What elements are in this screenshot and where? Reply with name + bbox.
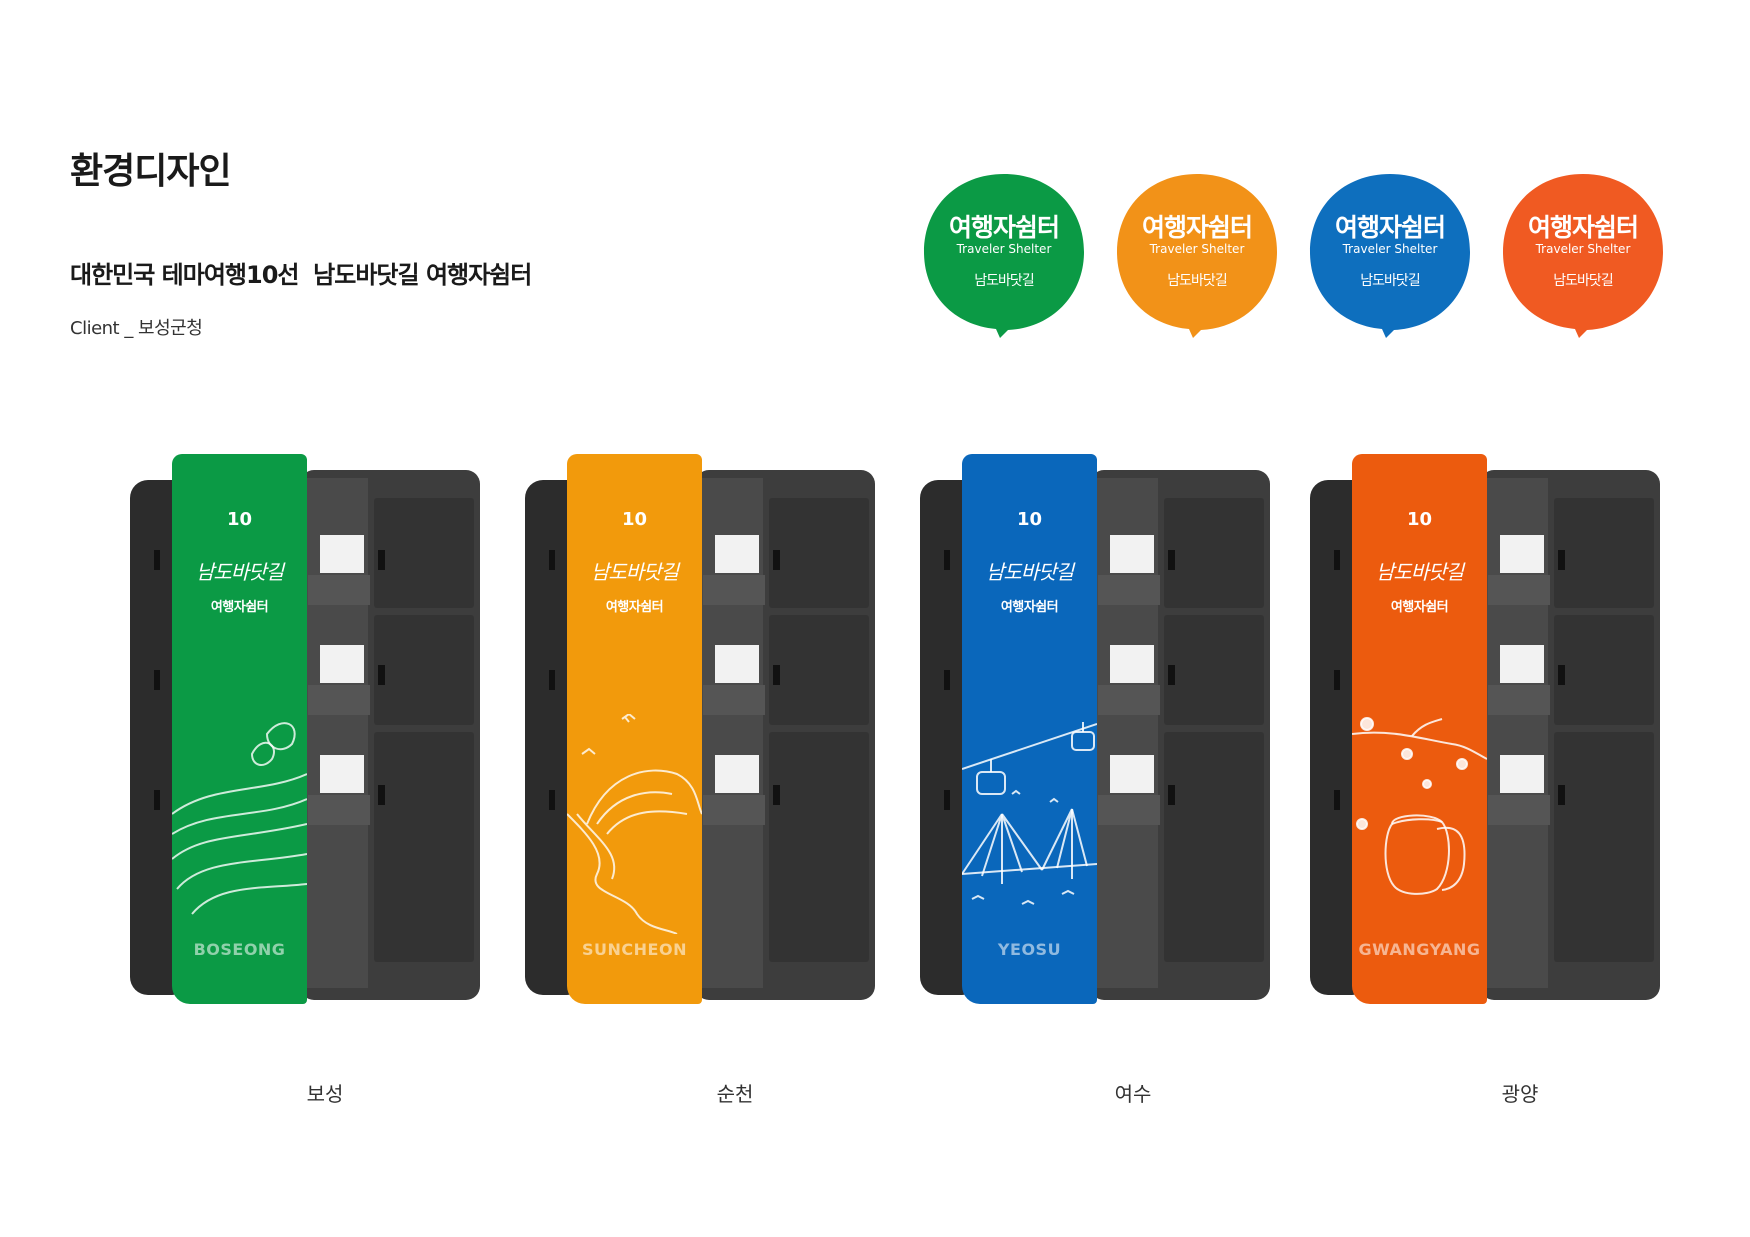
band-city-name: SUNCHEON — [582, 940, 687, 959]
theme-10-logo: 10 — [621, 509, 648, 530]
logo-green: 여행자쉼터 Traveler Shelter 남도바닷길 — [920, 170, 1088, 340]
logo-set: 여행자쉼터 Traveler Shelter 남도바닷길 여행자쉼터 Trave… — [920, 170, 1690, 345]
locker-suncheon: 10 남도바닷길 여행자쉼터 SUNCHEON — [525, 450, 880, 1010]
caption-suncheon: 순천 — [716, 1082, 754, 1106]
theme-10-logo: 10 — [226, 509, 253, 530]
plum-blossom-jar-icon — [1352, 717, 1487, 895]
logo-orange: 여행자쉼터 Traveler Shelter 남도바닷길 — [1113, 170, 1281, 340]
locker-color-band: 10 남도바닷길 여행자쉼터 SUNCHEON — [567, 454, 702, 1004]
page-title: 환경디자인 — [70, 151, 232, 192]
speech-bubble-icon — [924, 174, 1084, 338]
band-brand: 남도바닷길 — [1376, 560, 1464, 584]
speech-bubble-icon — [1310, 174, 1470, 338]
band-city-name: BOSEONG — [193, 940, 286, 959]
band-city-name: GWANGYANG — [1358, 940, 1481, 959]
logo-title: 여행자쉼터 — [1141, 213, 1253, 242]
cable-car-bridge-icon — [962, 722, 1097, 905]
band-brand: 남도바닷길 — [196, 560, 284, 584]
band-shelter-label: 여행자쉼터 — [1000, 600, 1059, 615]
locker-color-band: 10 남도바닷길 여행자쉼터 BOSEONG — [172, 454, 307, 1004]
logo-brand: 남도바닷길 — [1167, 273, 1227, 289]
band-brand: 남도바닷길 — [986, 560, 1074, 584]
theme-10-logo: 10 — [1406, 509, 1433, 530]
caption-yeosu: 여수 — [1114, 1082, 1152, 1106]
band-shelter-label: 여행자쉼터 — [210, 600, 269, 615]
caption-boseong: 보성 — [306, 1082, 344, 1106]
locker-color-band: 10 남도바닷길 여행자쉼터 YEOSU — [962, 454, 1097, 1004]
band-shelter-label: 여행자쉼터 — [605, 600, 664, 615]
logo-subtitle: Traveler Shelter — [1535, 242, 1631, 256]
client-line: Client _ 보성군청 — [70, 318, 203, 339]
speech-bubble-icon — [1503, 174, 1663, 338]
reed-hill-icon — [567, 714, 702, 934]
logo-subtitle: Traveler Shelter — [1149, 242, 1245, 256]
band-shelter-label: 여행자쉼터 — [1390, 600, 1449, 615]
locker-boseong: 10 남도바닷길 여행자쉼터 BOSEONG — [130, 450, 485, 1010]
locker-cabinet-icon — [130, 470, 480, 1000]
logo-title: 여행자쉼터 — [1334, 213, 1446, 242]
caption-gwangyang: 광양 — [1501, 1082, 1539, 1106]
logo-title: 여행자쉼터 — [948, 213, 1060, 242]
tea-field-icon — [172, 722, 307, 915]
logo-brand: 남도바닷길 — [974, 273, 1034, 289]
locker-gwangyang: 10 남도바닷길 여행자쉼터 GWANGYANG — [1310, 450, 1665, 1010]
logo-blue: 여행자쉼터 Traveler Shelter 남도바닷길 — [1306, 170, 1474, 340]
logo-title: 여행자쉼터 — [1527, 213, 1639, 242]
theme-10-logo: 10 — [1016, 509, 1043, 530]
logo-brand: 남도바닷길 — [1553, 273, 1613, 289]
locker-color-band: 10 남도바닷길 여행자쉼터 GWANGYANG — [1352, 454, 1487, 1004]
speech-bubble-icon — [1117, 174, 1277, 338]
logo-brand: 남도바닷길 — [1360, 273, 1420, 289]
logo-red-orange: 여행자쉼터 Traveler Shelter 남도바닷길 — [1499, 170, 1667, 340]
locker-cabinet-icon — [1310, 470, 1660, 1000]
logo-subtitle: Traveler Shelter — [1342, 242, 1438, 256]
locker-yeosu: 10 남도바닷길 여행자쉼터 YEOSU — [920, 450, 1275, 1010]
logo-subtitle: Traveler Shelter — [956, 242, 1052, 256]
project-title: 대한민국 테마여행10선 남도바닷길 여행자쉼터 — [70, 261, 532, 289]
band-brand: 남도바닷길 — [591, 560, 679, 584]
band-city-name: YEOSU — [997, 940, 1062, 959]
